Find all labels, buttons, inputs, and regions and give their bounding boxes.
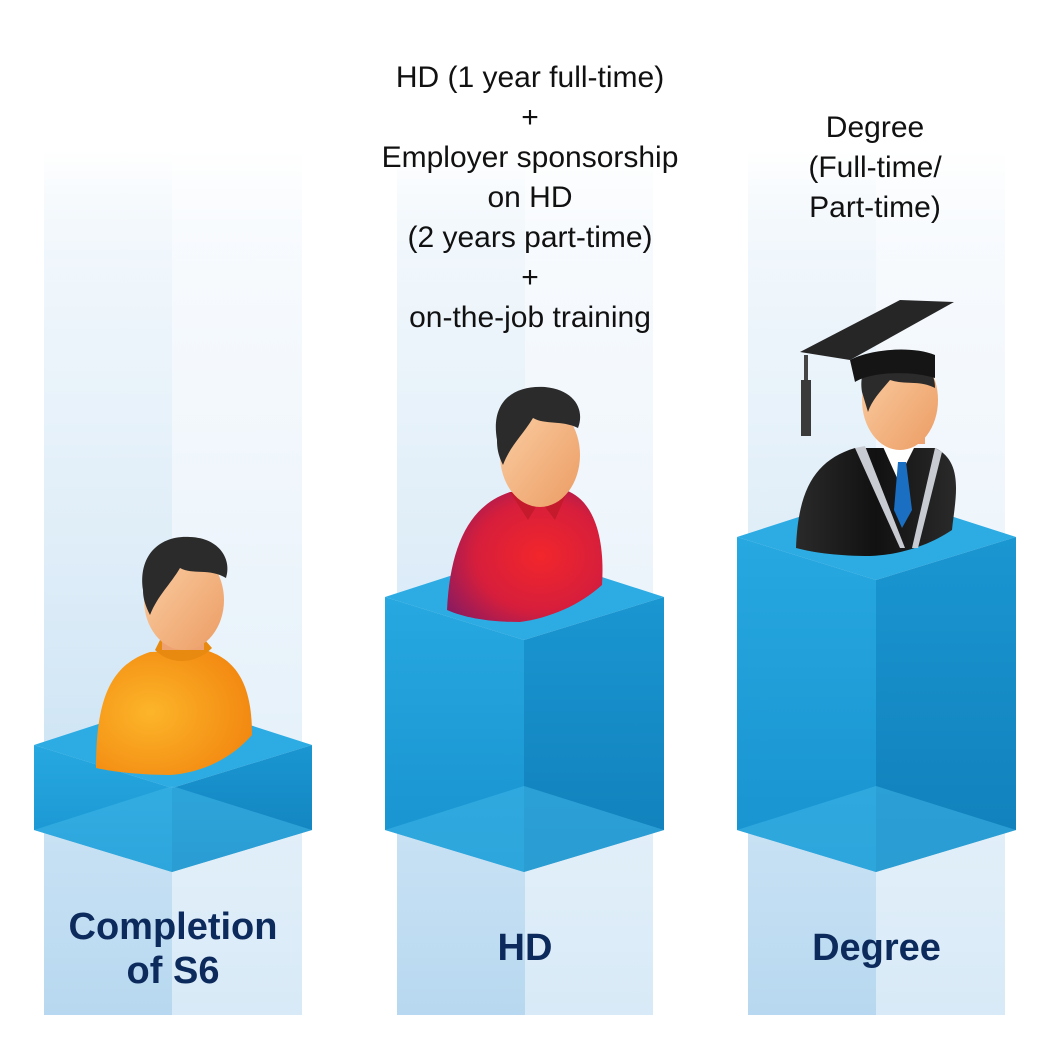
description-line: on HD (487, 181, 573, 214)
description-line: HD (1 year full-time) (395, 61, 665, 94)
worker-figure-red-shirt (447, 386, 603, 622)
stage-label-line: of S6 (126, 950, 220, 992)
description-line: Degree (825, 111, 925, 144)
description-line: Employer sponsorship (381, 141, 679, 174)
graduate-figure-cap-gown (796, 300, 957, 556)
description-line: + (521, 261, 539, 294)
description-line: + (521, 101, 539, 134)
degree-pathway-description: Degree (Full-time/ Part-time) (760, 108, 990, 228)
stage-label-line: HD (497, 927, 553, 969)
description-line: on-the-job training (409, 301, 651, 334)
stage-label-line: Degree (812, 927, 941, 969)
description-line: (2 years part-time) (407, 221, 653, 254)
stage-label-hd: HD (397, 926, 653, 970)
stage-label-completion-of-s6: Completion of S6 (44, 905, 302, 993)
hd-pathway-description: HD (1 year full-time) + Employer sponsor… (330, 58, 730, 338)
stage-label-line: Completion (68, 906, 278, 948)
description-line: Part-time) (809, 191, 941, 224)
description-line: (Full-time/ (808, 151, 942, 184)
pedestal-hd (385, 552, 664, 872)
stage-label-degree: Degree (748, 926, 1005, 970)
student-figure-orange-shirt (96, 536, 252, 775)
